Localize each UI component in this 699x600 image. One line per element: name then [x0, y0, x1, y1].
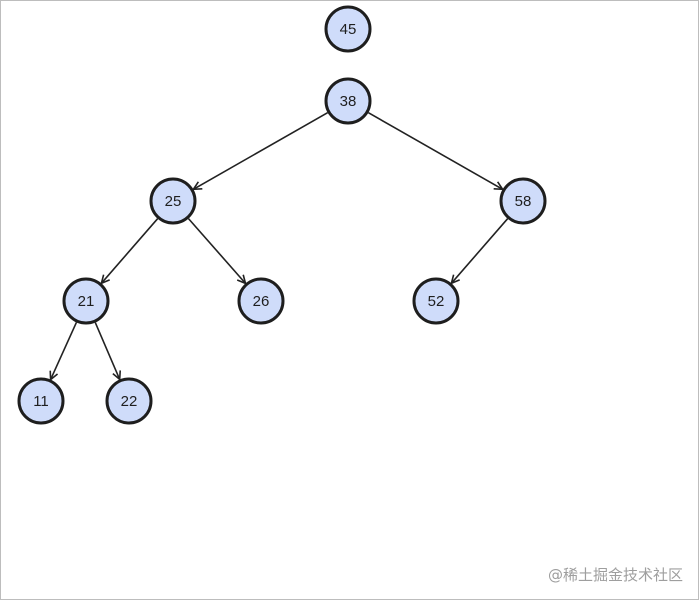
edges-layer: [51, 112, 509, 380]
node-circle: [324, 77, 372, 125]
tree-node-25: 25: [149, 177, 197, 225]
tree-node-26: 26: [237, 277, 285, 325]
edge-arrow-n58-n52: [451, 218, 509, 284]
node-label: 25: [165, 193, 182, 210]
node-label: 52: [428, 293, 445, 310]
edge-arrow-n21-n11: [51, 322, 78, 379]
node-circle: [237, 277, 285, 325]
edge-arrow-n38-n25: [193, 112, 328, 190]
tree-node-52: 52: [412, 277, 460, 325]
tree-node-22: 22: [105, 377, 153, 425]
node-label: 22: [121, 393, 138, 410]
node-label: 11: [33, 393, 49, 410]
watermark-text: @稀土掘金技术社区: [547, 566, 683, 584]
node-circle: [412, 277, 460, 325]
tree-node-38: 38: [324, 77, 372, 125]
edge-arrow-n25-n21: [101, 218, 159, 284]
node-label: 21: [78, 293, 95, 310]
node-circle: [105, 377, 153, 425]
tree-node-45: 45: [324, 5, 372, 53]
node-label: 58: [515, 193, 532, 210]
edge-arrow-n25-n26: [187, 218, 246, 284]
edge-arrow-n21-n22: [94, 322, 119, 380]
tree-node-58: 58: [499, 177, 547, 225]
tree-node-11: 11: [17, 377, 65, 425]
node-label: 26: [253, 293, 270, 310]
node-circle: [499, 177, 547, 225]
edge-arrow-n38-n58: [368, 112, 502, 190]
node-circle: [324, 5, 372, 53]
tree-node-21: 21: [62, 277, 110, 325]
node-circle: [149, 177, 197, 225]
node-circle: [17, 377, 65, 425]
node-label: 38: [340, 93, 357, 110]
node-circle: [62, 277, 110, 325]
nodes-layer: 45 38 25 58 21 26 52 11 22: [17, 5, 547, 425]
node-label: 45: [340, 21, 357, 38]
